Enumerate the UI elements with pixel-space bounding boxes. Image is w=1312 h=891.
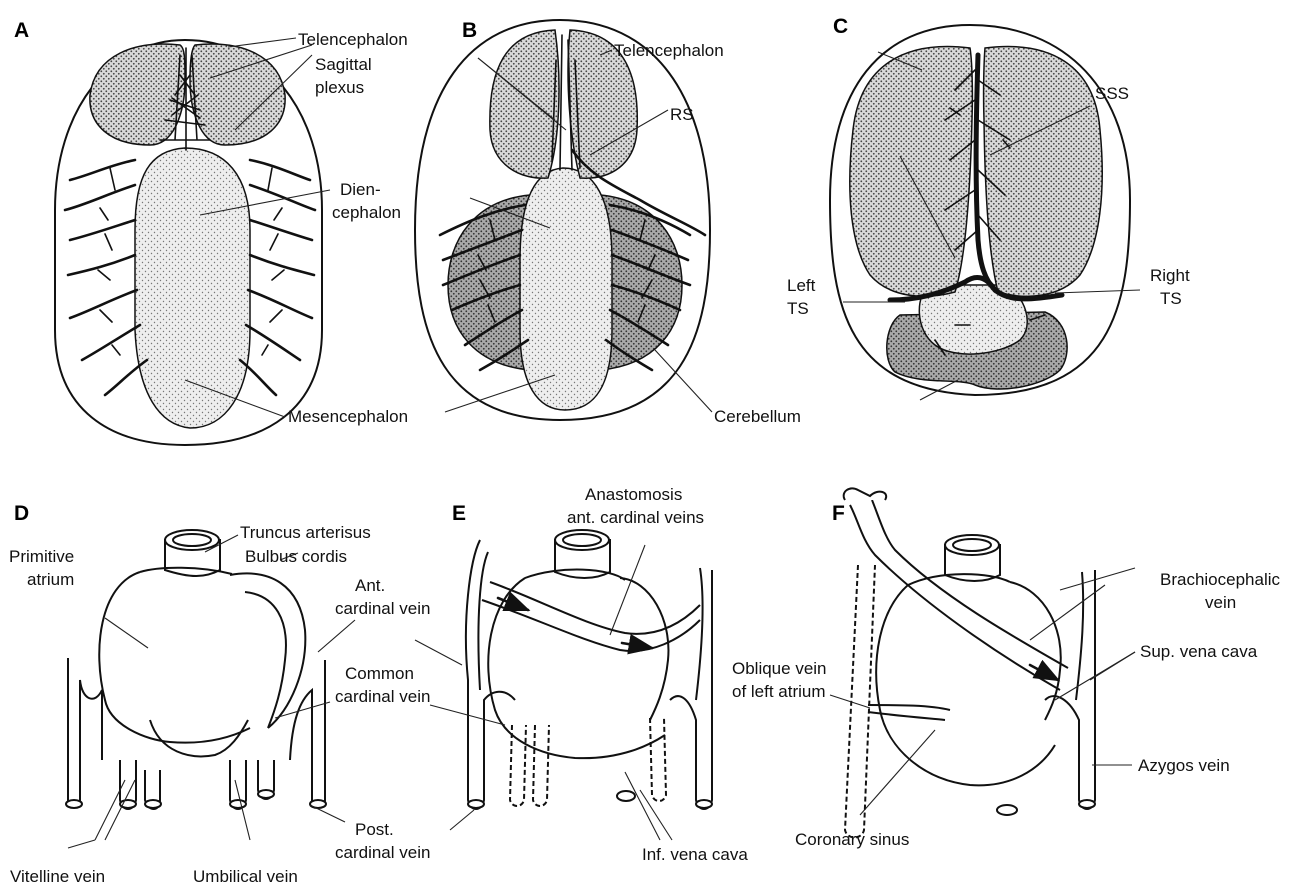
- label-a-telencephalon: Telencephalon: [298, 30, 408, 49]
- label-d-primitive-1: Primitive: [9, 547, 74, 566]
- panel-e-left-cardinal: [466, 540, 515, 809]
- panel-e-flow-arrow-2: [622, 643, 652, 648]
- panel-label-b: B: [462, 19, 477, 42]
- panel-f-leaders: [830, 568, 1135, 815]
- panel-c-brain: [830, 25, 1140, 400]
- panel-e-regressed-veins: [510, 718, 666, 806]
- panel-d-veins: [66, 658, 326, 809]
- panel-label-f: F: [832, 502, 845, 525]
- label-f-brachio-1: Brachiocephalic: [1160, 570, 1281, 589]
- panel-a-mesencephalon: [135, 148, 250, 428]
- panel-label-e: E: [452, 502, 466, 525]
- label-d-vitelline: Vitelline vein: [10, 867, 105, 886]
- label-e-anast-1: Anastomosis: [585, 485, 682, 504]
- panel-f-heart: [830, 488, 1135, 837]
- panel-label-a: A: [14, 19, 29, 42]
- panel-label-d: D: [14, 502, 29, 525]
- label-a-sagittal-1: Sagittal: [315, 55, 372, 74]
- label-d-ant-1: Ant.: [355, 576, 385, 595]
- panel-d-atrium: [99, 572, 250, 743]
- label-c-left-1: Left: [787, 276, 816, 295]
- label-e-ivc: Inf. vena cava: [642, 845, 748, 864]
- panel-c-telencephalon-right: [984, 47, 1103, 297]
- label-d-primitive-2: atrium: [27, 570, 74, 589]
- label-d-common-2: cardinal vein: [335, 687, 430, 706]
- label-f-coronary: Coronary sinus: [795, 830, 909, 849]
- label-d-truncus: Truncus arterisus: [240, 523, 371, 542]
- label-f-svc: Sup. vena cava: [1140, 642, 1258, 661]
- label-a-dien-1: Dien-: [340, 180, 381, 199]
- label-e-anast-2: ant. cardinal veins: [567, 508, 704, 527]
- label-f-azygos: Azygos vein: [1138, 756, 1230, 775]
- label-d-ant-2: cardinal vein: [335, 599, 430, 618]
- label-a-dien-2: cephalon: [332, 203, 401, 222]
- label-c-right-1: Right: [1150, 266, 1190, 285]
- panel-f-right-vein: [1045, 570, 1095, 809]
- label-c-left-2: TS: [787, 299, 809, 318]
- panel-b-mesencephalon: [520, 168, 612, 410]
- panel-a-telencephalon-left: [90, 44, 185, 145]
- label-f-oblique-2: of left atrium: [732, 682, 826, 701]
- panel-c-telencephalon-left: [850, 47, 973, 297]
- label-a-mesencephalon: Mesencephalon: [288, 407, 408, 426]
- label-d-bulbus: Bulbus cordis: [245, 547, 347, 566]
- panel-f-flow-arrow: [1030, 665, 1058, 680]
- panel-label-c: C: [833, 15, 848, 38]
- label-c-sss: SSS: [1095, 84, 1129, 103]
- label-f-oblique-1: Oblique vein: [732, 659, 827, 678]
- label-d-post-1: Post.: [355, 820, 394, 839]
- panel-a-brain: [55, 38, 330, 445]
- label-d-umbilical: Umbilical vein: [193, 867, 298, 886]
- panel-d-sinus: [150, 720, 248, 756]
- panel-d-bulbus: [230, 573, 305, 728]
- label-d-common-1: Common: [345, 664, 414, 683]
- label-b-telencephalon: Telencephalon: [614, 41, 724, 60]
- panel-d-heart: [66, 530, 355, 848]
- panel-e-right-cardinal: [670, 568, 712, 809]
- label-f-brachio-2: vein: [1205, 593, 1236, 612]
- panel-b-telencephalon-left: [490, 30, 559, 178]
- label-b-cerebellum: Cerebellum: [714, 407, 801, 426]
- label-d-post-2: cardinal vein: [335, 843, 430, 862]
- panel-b-cerebellum-left: [448, 195, 530, 370]
- label-c-right-2: TS: [1160, 289, 1182, 308]
- panel-e-atrium: [488, 570, 665, 759]
- panel-b-brain: [415, 20, 712, 420]
- label-b-rs: RS: [670, 105, 694, 124]
- label-a-sagittal-2: plexus: [315, 78, 364, 97]
- panel-e-heart: [415, 530, 712, 840]
